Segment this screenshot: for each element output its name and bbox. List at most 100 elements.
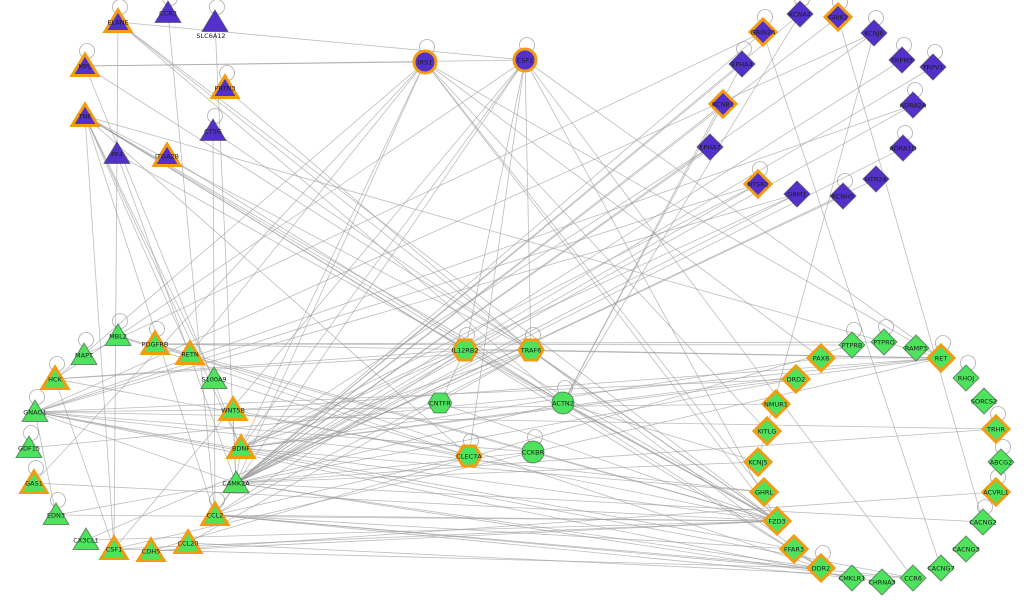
node-ABCG2[interactable] <box>987 448 1015 476</box>
node-RHOJ[interactable] <box>952 364 980 392</box>
node-PRTN3[interactable] <box>209 73 241 99</box>
edge-ACTN2-DDR2 <box>562 402 822 569</box>
edge-CCL2-CCR3 <box>167 12 216 516</box>
edge-HCK-IL12RB2 <box>54 349 466 380</box>
node-TNF[interactable] <box>69 101 101 127</box>
node-CAMK2A[interactable] <box>222 470 250 493</box>
node-CMKLR1[interactable] <box>838 564 866 592</box>
node-CLEC7A[interactable] <box>455 444 483 468</box>
node-CACNG2[interactable] <box>969 508 997 536</box>
node-TRPM3[interactable] <box>888 46 916 74</box>
edge-CSF1-TNF <box>84 115 115 550</box>
node-CSF1[interactable] <box>98 534 130 560</box>
node-GRIN2A[interactable] <box>747 16 779 48</box>
node-KCNH5[interactable] <box>829 182 857 210</box>
node-CCL2[interactable] <box>199 500 231 526</box>
node-KCNJ6[interactable] <box>860 19 888 47</box>
node-RETN[interactable] <box>174 339 206 365</box>
node-ACTN2[interactable] <box>551 391 575 415</box>
edge-HCK-IRS1 <box>54 61 426 380</box>
node-FFAR3[interactable] <box>778 533 810 565</box>
node-PAX8[interactable] <box>805 342 837 374</box>
node-ITGA2B[interactable] <box>151 141 183 167</box>
edge-TNF-TRAF6 <box>84 115 532 351</box>
node-EPHA7[interactable] <box>696 133 724 161</box>
node-IRS1[interactable] <box>412 49 438 75</box>
node-ACVRL1[interactable] <box>980 476 1012 508</box>
edge-FZD3-WNT5B <box>232 409 778 522</box>
node-IL12RB2[interactable] <box>451 338 479 362</box>
edge-FZD3-CNTFR <box>439 402 778 522</box>
node-DDR2[interactable] <box>805 552 837 584</box>
node-CACNG3[interactable] <box>952 535 980 563</box>
node-CNTFR[interactable] <box>427 392 453 414</box>
node-SORCS2[interactable] <box>970 387 998 415</box>
node-CDH5[interactable] <box>135 536 167 562</box>
node-KCNJ5[interactable] <box>742 446 774 478</box>
edge-HCK-TRAF6 <box>54 349 532 380</box>
node-CSF2[interactable] <box>512 47 538 73</box>
node-CACNG7[interactable] <box>927 554 955 582</box>
node-GNAO1[interactable] <box>21 399 49 422</box>
edge-FZD3-ACTN2 <box>562 402 778 522</box>
node-GHRL[interactable] <box>748 476 780 508</box>
node-CCR6[interactable] <box>899 564 927 592</box>
edge-CSF1-ELANE <box>113 21 119 550</box>
node-CHRNA3[interactable] <box>868 568 896 596</box>
edge-CSF2-CCR6 <box>524 59 914 579</box>
edge-BDNF-CSF2 <box>240 59 526 449</box>
node-TRPV1[interactable] <box>919 53 947 81</box>
node-NMUR1[interactable] <box>760 388 792 420</box>
node-KITLG[interactable] <box>751 415 783 447</box>
edge-IRS1-GHRL <box>424 61 765 493</box>
edge-TNF-CLEC7A <box>84 115 470 457</box>
node-PF4[interactable] <box>103 141 131 164</box>
node-PTPRB[interactable] <box>838 331 866 359</box>
node-BDNF[interactable] <box>225 433 257 459</box>
node-WNT5B[interactable] <box>217 395 249 421</box>
edge-GNAO1-CMKLR1 <box>34 411 853 579</box>
node-CCKBR[interactable] <box>521 440 545 464</box>
node-CCL20[interactable] <box>172 528 204 554</box>
edge-CX3CL1-TRAF6 <box>85 349 532 541</box>
node-CTSG[interactable] <box>199 118 227 141</box>
node-GAS1[interactable] <box>18 468 50 494</box>
edge-FZD3-TNF <box>84 115 778 522</box>
edge-HCK-CLEC7A <box>54 378 470 457</box>
node-ELANE[interactable] <box>102 7 134 33</box>
node-KCNB1[interactable] <box>707 88 739 120</box>
node-CX3CL1[interactable] <box>72 527 100 550</box>
edge-CSF2-ELANE <box>117 21 526 61</box>
node-KCNA4[interactable] <box>786 0 814 28</box>
node-MAPT[interactable] <box>70 342 98 365</box>
node-NTSR1[interactable] <box>742 168 774 200</box>
node-TRAF6[interactable] <box>517 338 545 362</box>
edge-IRS1-PAX8 <box>424 61 822 359</box>
node-PDGFRB[interactable] <box>139 329 171 355</box>
node-GRM1[interactable] <box>783 180 811 208</box>
node-GDF15[interactable] <box>15 435 43 458</box>
node-SLC6A12[interactable] <box>201 9 229 32</box>
node-HCK[interactable] <box>39 364 71 390</box>
node-EPHA4[interactable] <box>728 50 756 78</box>
node-ADRA2A[interactable] <box>899 91 927 119</box>
edge-BDNF-GRM1 <box>240 193 798 449</box>
node-MPL[interactable] <box>69 51 101 77</box>
node-RAMP3[interactable] <box>902 334 930 362</box>
node-PTPRO[interactable] <box>870 328 898 356</box>
node-RET[interactable] <box>925 342 957 374</box>
node-CCR3[interactable] <box>154 0 182 23</box>
edge-KCNA4-ACTN2 <box>562 13 801 404</box>
node-EDN3[interactable] <box>42 502 70 525</box>
node-HTR2A[interactable] <box>862 165 890 193</box>
node-TRHR[interactable] <box>980 413 1012 445</box>
node-FZD3[interactable] <box>761 505 793 537</box>
node-DRD2[interactable] <box>780 363 812 395</box>
edge-CCL2-CMKLR1 <box>214 514 853 579</box>
node-GRIK2[interactable] <box>822 1 854 33</box>
node-ADRA1D[interactable] <box>889 134 917 162</box>
node-S100A9[interactable] <box>200 366 228 389</box>
node-MBL2[interactable] <box>104 323 132 346</box>
